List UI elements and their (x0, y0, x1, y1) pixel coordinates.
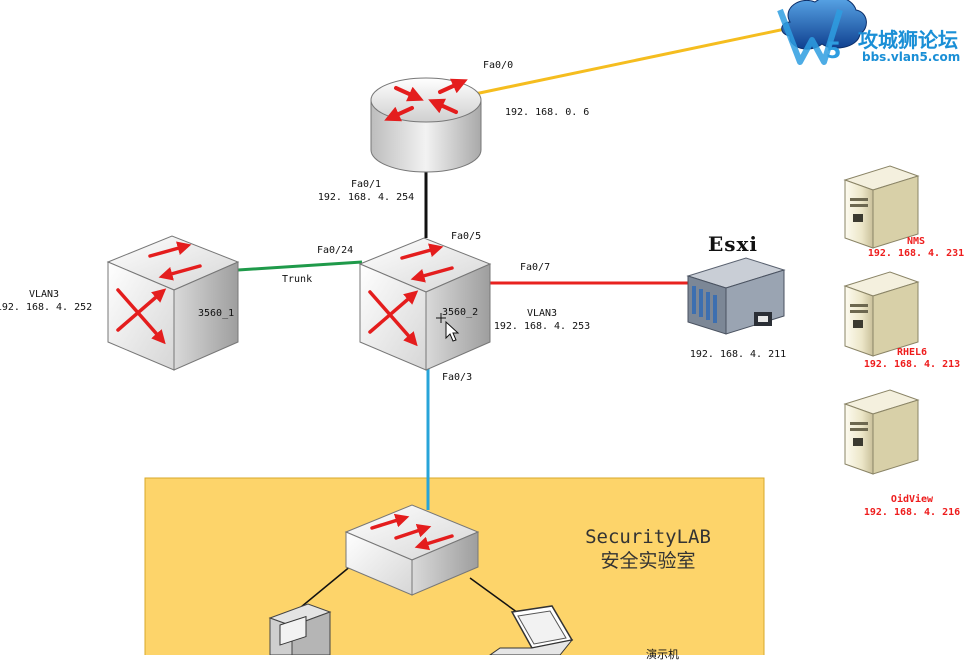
server-nms-name: NMS (906, 236, 926, 247)
uplink-cable (469, 26, 791, 97)
router-port-fa0-1: Fa0/1 (350, 179, 382, 190)
switch-center-port-fa0-5: Fa0/5 (451, 231, 482, 242)
trunk-label: Trunk (282, 274, 313, 285)
cloud-icon: 5 (777, 0, 867, 65)
logo-url[interactable]: bbs.vlan5.com (862, 50, 961, 64)
laptop-icon (489, 605, 574, 655)
esxi-title: Esxi (708, 232, 759, 256)
pc-icon (268, 603, 332, 655)
security-lab-title: SecurityLAB (585, 526, 711, 548)
switch-center-ip: 192. 168. 4. 253 (493, 321, 591, 332)
router-ip-wan: 192. 168. 0. 6 (505, 107, 590, 118)
switch-center-name: 3560_2 (442, 307, 479, 318)
router-ip-lan: 192. 168. 4. 254 (317, 192, 415, 203)
cursor-icon (436, 313, 460, 342)
esxi-server-icon (686, 257, 786, 335)
security-lab-subtitle: 安全实验室 (600, 550, 696, 572)
server-rhel6-ip: 192. 168. 4. 213 (863, 359, 961, 370)
switch-left-name: 3560_1 (198, 308, 235, 319)
server-icon-oidview (843, 389, 920, 475)
router-port-fa0-0: Fa0/0 (483, 60, 514, 71)
svg-text:5: 5 (826, 39, 841, 64)
lab-pc-cable (294, 564, 353, 613)
switch-center-port-fa0-24: Fa0/24 (317, 245, 354, 256)
server-nms-ip: 192. 168. 4. 231 (867, 248, 965, 259)
switch-icon (344, 504, 480, 596)
logo-text: 攻城狮论坛 (858, 28, 958, 52)
trunk-cable (237, 260, 363, 272)
esxi-ip: 192. 168. 4. 211 (689, 349, 787, 360)
server-icon-nms (843, 165, 920, 249)
server-oidview-name: OidView (890, 494, 934, 505)
switch-left-ip: 192. 168. 4. 252 (0, 302, 93, 313)
multilayer-switch-icon-center (358, 237, 492, 371)
switch-center-port-fa0-3: Fa0/3 (442, 372, 473, 383)
switch-center-vlan: VLAN3 (526, 308, 558, 319)
server-icon-rhel6 (843, 271, 920, 357)
demo-pc-label: 演示机 (646, 648, 679, 661)
multilayer-switch-icon-left (106, 235, 240, 371)
server-oidview-ip: 192. 168. 4. 216 (863, 507, 961, 518)
server-rhel6-name: RHEL6 (896, 347, 928, 358)
router-icon (370, 77, 482, 173)
switch-left-vlan: VLAN3 (28, 289, 60, 300)
switch-center-port-fa0-7: Fa0/7 (520, 262, 551, 273)
